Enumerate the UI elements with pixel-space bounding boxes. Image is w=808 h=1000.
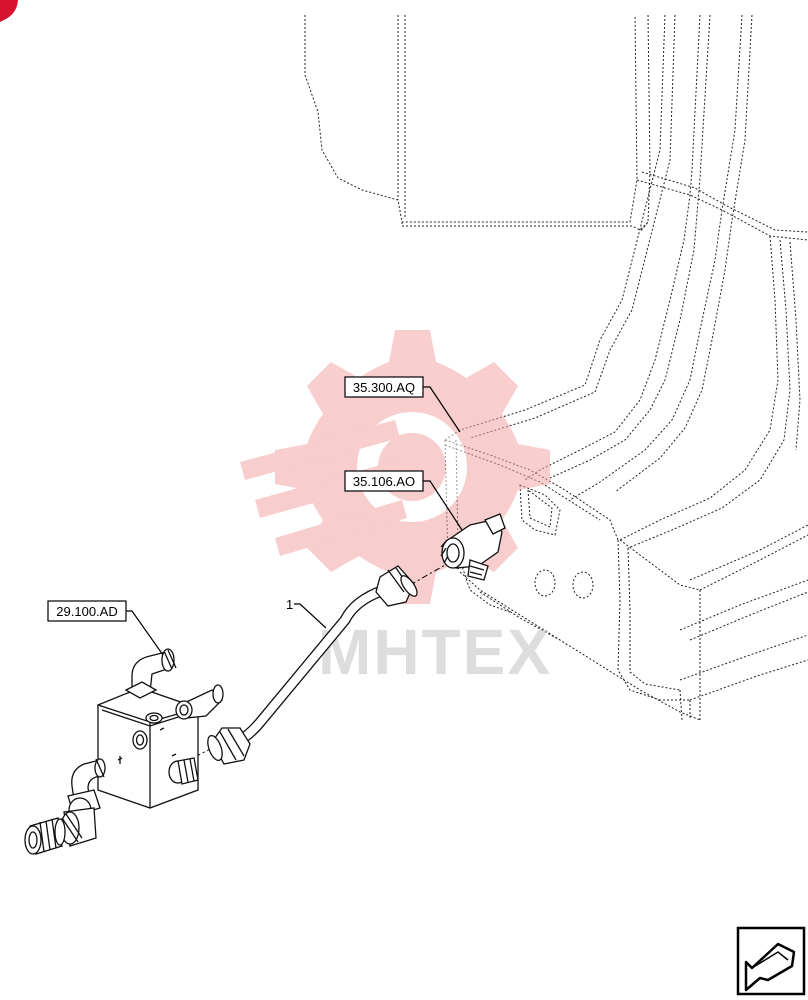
callout-item-1: 1 (286, 597, 327, 629)
watermark-text: MHTEX (318, 616, 552, 688)
item-number-label: 1 (286, 597, 293, 612)
valve-block-assembly (24, 648, 224, 855)
axis-line-upper (409, 564, 446, 586)
callout-label-35-300-aq: 35.300.AQ (353, 380, 415, 395)
callout-label-29-100-ad: 29.100.AD (56, 604, 117, 619)
watermark-logo (240, 330, 550, 604)
hydraulic-tube (207, 565, 418, 765)
callout-29-100-ad: 29.100.AD (47, 600, 164, 656)
frame-elbow-fitting (440, 513, 506, 581)
callout-35-106-ao: 35.106.AO (344, 470, 463, 531)
red-corner-mark (0, 0, 18, 22)
callout-35-300-aq: 35.300.AQ (344, 376, 461, 433)
callout-label-35-106-ao: 35.106.AO (353, 474, 415, 489)
arrow-nav-icon[interactable] (736, 926, 806, 996)
